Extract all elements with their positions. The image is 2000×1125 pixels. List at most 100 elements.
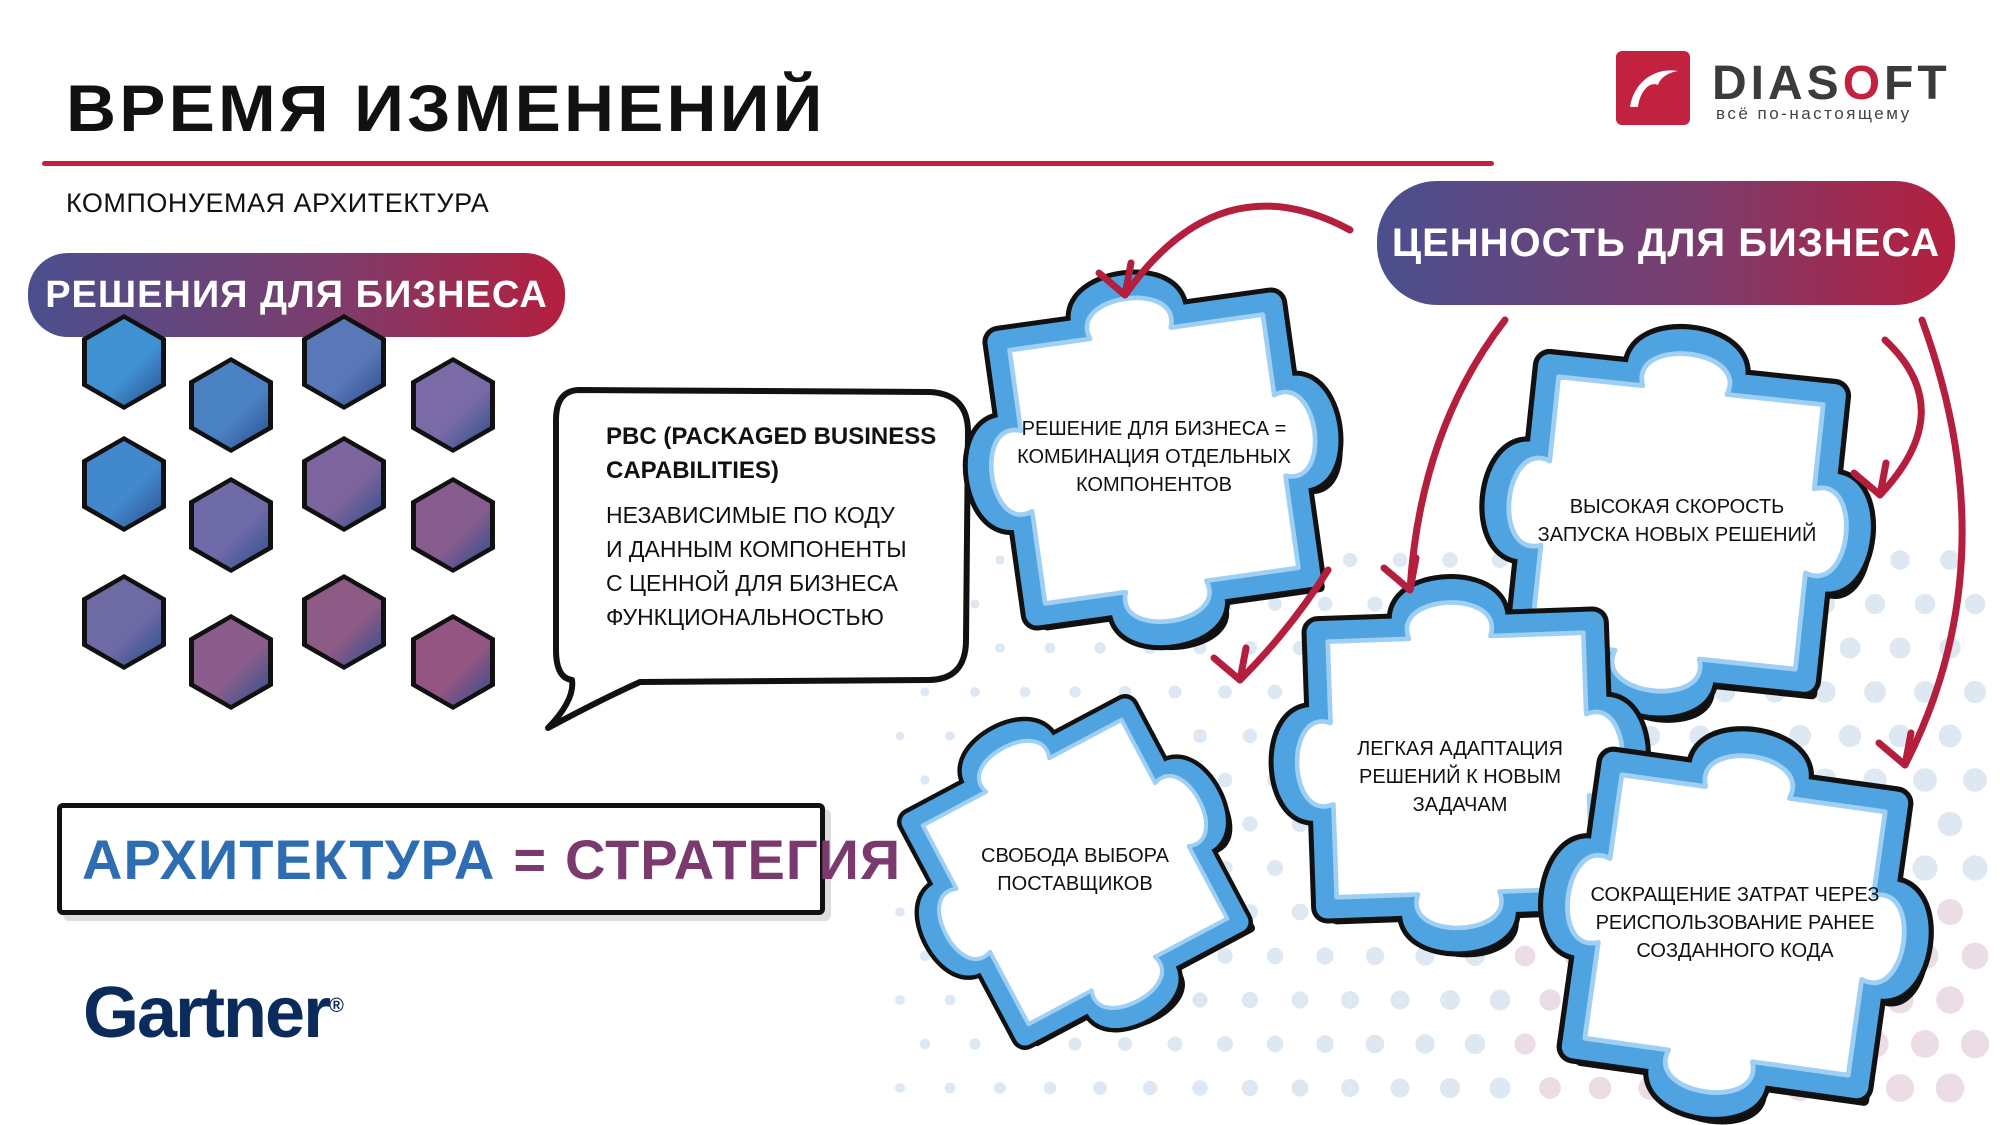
background-dot [1390, 990, 1410, 1010]
puzzle-label: Решение для бизнеса = комбинация отдельн… [1017, 418, 1291, 496]
background-dot [1192, 992, 1208, 1008]
architecture-strategy-box: АРХИТЕКТУРА = СТРАТЕГИЯ [57, 803, 900, 915]
background-dot [1963, 680, 1987, 704]
background-dot [1217, 948, 1233, 964]
background-dot [1938, 724, 1962, 748]
background-dot [945, 731, 955, 741]
component-hexagon [189, 477, 273, 573]
background-dot [1267, 684, 1283, 700]
red-arrow [1406, 316, 1509, 594]
pbc-line: НЕЗАВИСИМЫЕ ПО КОДУ [606, 502, 895, 528]
background-dot [1341, 991, 1359, 1009]
background-dot [895, 1083, 905, 1093]
background-dot [969, 1038, 981, 1050]
component-hexagon [411, 614, 495, 710]
background-dot [1489, 1077, 1511, 1099]
background-dot [1838, 724, 1862, 748]
component-hexagon [82, 574, 166, 670]
background-dot [1217, 1036, 1233, 1052]
puzzle-label: Высокая скорость запуска новых решений [1537, 496, 1817, 546]
background-dot [1069, 686, 1081, 698]
background-dot [1068, 1037, 1082, 1051]
background-dot [1117, 1036, 1133, 1052]
diasoft-logo-text: DIASOFT [1712, 57, 1951, 110]
pbc-line: С ЦЕННОЙ ДЛЯ БИЗНЕСА [606, 570, 898, 596]
background-dot [1044, 642, 1056, 654]
background-dot [895, 731, 905, 741]
background-dot [1914, 593, 1936, 615]
puzzle-piece [897, 694, 1256, 1050]
speech-bubble [545, 387, 971, 731]
background-dot [1340, 1078, 1360, 1098]
background-dot [1489, 989, 1511, 1011]
background-dot [919, 1038, 931, 1050]
background-dot [994, 1082, 1006, 1094]
background-dot [1889, 637, 1911, 659]
background-dot [1514, 1033, 1536, 1055]
pbc-line: ФУНКЦИОНАЛЬНОСТЬЮ [606, 604, 884, 630]
component-hexagon [82, 436, 166, 532]
background-dot [1912, 855, 1938, 881]
background-dot [1864, 593, 1886, 615]
background-dot [1316, 1035, 1334, 1053]
background-dot [1043, 1081, 1057, 1095]
puzzle-piece [1537, 726, 1934, 1125]
background-dot [920, 775, 930, 785]
background-dot [1392, 552, 1408, 568]
background-dot [1167, 1036, 1183, 1052]
background-dot [1241, 1079, 1259, 1097]
red-arrow [1876, 336, 1925, 499]
background-dot [1192, 1080, 1208, 1096]
background-dot [1964, 593, 1986, 615]
diasoft-tagline: всё по-настоящему [1716, 104, 1912, 123]
background-dot [1093, 1081, 1107, 1095]
background-dot [1266, 1035, 1284, 1053]
arrowhead-icon [1095, 259, 1135, 299]
background-dot [1911, 1030, 1939, 1058]
background-dot [1913, 768, 1937, 792]
page-subtitle: КОМПОНУЕМАЯ АРХИТЕКТУРА [66, 188, 490, 218]
background-dot [1266, 859, 1284, 877]
component-hexagon [302, 574, 386, 670]
background-dot [1268, 597, 1282, 611]
background-dot [1440, 990, 1460, 1010]
background-dot [1193, 729, 1207, 743]
background-dot [1514, 945, 1536, 967]
background-dot [1960, 1029, 1990, 1059]
pbc-definition: PBC (PACKAGED BUSINESS CAPABILITIES) НЕЗ… [606, 420, 946, 634]
background-dot [1888, 724, 1912, 748]
background-dot [1019, 686, 1031, 698]
background-dot [995, 643, 1005, 653]
pbc-heading: PBC (PACKAGED BUSINESS CAPABILITIES) [606, 423, 937, 484]
background-dot [1168, 685, 1182, 699]
background-dot [1291, 903, 1309, 921]
background-dot [970, 687, 980, 697]
background-dot [1961, 942, 1989, 970]
arrowhead-icon [1380, 554, 1420, 594]
background-dot [1936, 986, 1964, 1014]
background-dot [1390, 1078, 1410, 1098]
background-dot [1242, 728, 1258, 744]
title-divider [42, 161, 1494, 166]
component-hexagon [82, 314, 166, 410]
background-dot [1291, 991, 1309, 1009]
background-dot [920, 687, 930, 697]
architecture-word: АРХИТЕКТУРА [82, 827, 496, 891]
page-title: ВРЕМЯ ИЗМЕНЕНИЙ [66, 71, 826, 145]
background-dot [895, 907, 905, 917]
gartner-logo: Gartner® [83, 973, 344, 1053]
puzzle-label: Сокращение затрат через реиспользование … [1590, 884, 1880, 962]
background-dot [995, 555, 1005, 565]
background-dot [1539, 1077, 1561, 1099]
background-dot [1241, 991, 1259, 1009]
component-hexagon [411, 477, 495, 573]
red-arrow [1121, 202, 1354, 299]
background-dot [1365, 946, 1385, 966]
background-dot [1885, 1073, 1915, 1103]
component-hexagon [302, 314, 386, 410]
background-dot [919, 950, 931, 962]
background-dot [970, 599, 980, 609]
background-dot [1266, 947, 1284, 965]
background-dot [1440, 1078, 1460, 1098]
